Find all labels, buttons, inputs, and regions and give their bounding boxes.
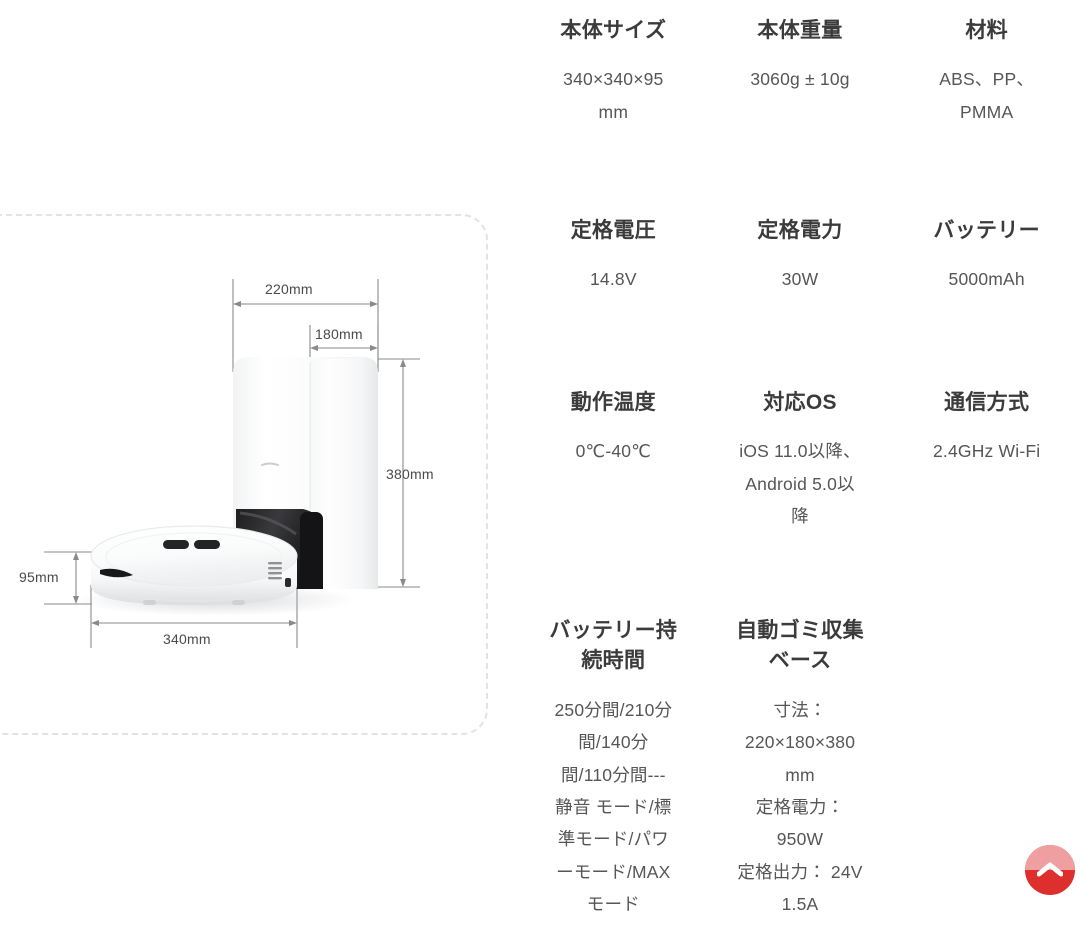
spec-cell-rated-power: 定格電力 30W (707, 216, 894, 388)
spec-cell-body-size: 本体サイズ 340×340×95 mm (520, 16, 707, 216)
dimension-label-bin-width: 180mm (315, 326, 363, 342)
illustration-dashed-frame (0, 214, 488, 735)
chevron-up-icon (1025, 845, 1075, 895)
spec-label: バッテリー持 続時間 (549, 619, 678, 673)
spec-cell-body-weight: 本体重量 3060g ± 10g (707, 16, 894, 216)
spec-cell-auto-dust-collection-base: 自動ゴミ収集 ベース 寸法： 220×180×380 mm 定格電力： 950W… (707, 616, 894, 944)
spec-cell-material: 材料 ABS、PP、 PMMA (893, 16, 1080, 216)
spec-label: バッテリー (933, 219, 1040, 242)
specification-grid: 本体サイズ 340×340×95 mm 本体重量 3060g ± 10g 材料 … (520, 0, 1080, 944)
spec-value: 340×340×95 mm (563, 69, 664, 122)
spec-row: 動作温度 0℃-40℃ 対応OS iOS 11.0以降、 Android 5.0… (520, 388, 1080, 616)
dimension-label-base-width: 220mm (265, 281, 313, 297)
scroll-to-top-button[interactable] (1025, 845, 1075, 895)
product-dimension-illustration: 220mm 180mm 380mm 95mm 340mm (0, 0, 520, 944)
spec-value: 30W (781, 269, 819, 290)
spec-value: 250分間/210分 間/140分 間/110分間--- 静音 モード/標 準モ… (554, 699, 673, 915)
dimension-label-robot-width: 340mm (163, 631, 211, 647)
spec-value: 2.4GHz Wi-Fi (932, 441, 1041, 462)
spec-label: 定格電圧 (570, 219, 656, 242)
spec-label: 自動ゴミ収集 ベース (736, 619, 864, 673)
spec-label: 本体重量 (757, 19, 843, 42)
spec-label: 材料 (965, 19, 1008, 42)
spec-label: 対応OS (763, 391, 837, 414)
dimension-drawing (44, 279, 420, 648)
spec-label: 定格電力 (757, 219, 843, 242)
dimension-label-base-height: 380mm (386, 466, 434, 482)
spec-value: 5000mAh (948, 269, 1025, 290)
spec-cell-operating-temperature: 動作温度 0℃-40℃ (520, 388, 707, 616)
spec-row: バッテリー持 続時間 250分間/210分 間/140分 間/110分間--- … (520, 616, 1080, 944)
spec-row: 定格電圧 14.8V 定格電力 30W バッテリー 5000mAh (520, 216, 1080, 388)
spec-label: 本体サイズ (560, 19, 667, 42)
spec-cell-connectivity: 通信方式 2.4GHz Wi-Fi (893, 388, 1080, 616)
spec-value: ABS、PP、 PMMA (939, 69, 1035, 122)
spec-label: 動作温度 (570, 391, 656, 414)
spec-cell-rated-voltage: 定格電圧 14.8V (520, 216, 707, 388)
spec-cell-battery: バッテリー 5000mAh (893, 216, 1080, 388)
spec-cell-battery-life: バッテリー持 続時間 250分間/210分 間/140分 間/110分間--- … (520, 616, 707, 944)
spec-value: 0℃-40℃ (575, 441, 652, 462)
spec-row: 本体サイズ 340×340×95 mm 本体重量 3060g ± 10g 材料 … (520, 16, 1080, 216)
spec-cell-supported-os: 対応OS iOS 11.0以降、 Android 5.0以 降 (707, 388, 894, 616)
spec-value: 3060g ± 10g (750, 69, 850, 90)
spec-value: 14.8V (589, 269, 637, 290)
spec-value: iOS 11.0以降、 Android 5.0以 降 (739, 441, 861, 527)
dimension-label-robot-height: 95mm (19, 569, 59, 585)
spec-label: 通信方式 (944, 391, 1030, 414)
spec-value: 寸法： 220×180×380 mm 定格電力： 950W 定格出力： 24V … (737, 699, 863, 915)
